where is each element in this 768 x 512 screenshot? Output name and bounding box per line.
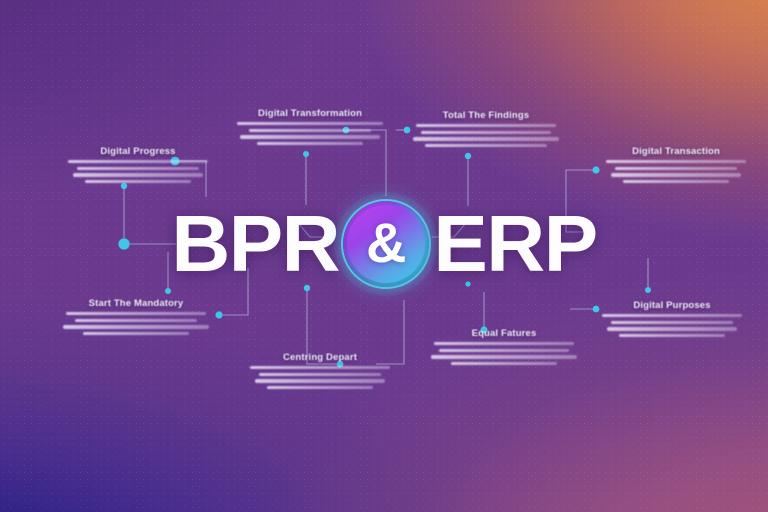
connector-bottom-left-a bbox=[219, 268, 249, 316]
note-top-center-heading: Digital Transformation bbox=[257, 108, 363, 119]
note-bottom-right-heading: Digital Purposes bbox=[633, 300, 711, 311]
ampersand-medallion: & bbox=[334, 192, 439, 296]
note-bottom-right: Digital Purposes bbox=[596, 300, 748, 340]
note-top-right: Digital Transaction bbox=[600, 146, 752, 186]
note-bottom-left-body bbox=[60, 312, 212, 336]
node-bottom-center bbox=[336, 360, 344, 368]
ampersand-glyph: & bbox=[365, 210, 407, 274]
connector-bottom-center-b bbox=[376, 300, 405, 365]
note-top-left-heading: Digital Progress bbox=[100, 146, 176, 157]
node-top-right-inner bbox=[403, 126, 411, 134]
connector-amp-right bbox=[432, 215, 473, 238]
banner-title: BPR & ERP bbox=[0, 192, 768, 296]
note-bottom-center-right-heading: Equal Fatures bbox=[471, 328, 537, 339]
note-bottom-right-body bbox=[596, 314, 748, 338]
circuit-nodes bbox=[118, 126, 651, 368]
note-bottom-center-right-body bbox=[428, 342, 580, 366]
note-top-left: Digital Progress bbox=[62, 146, 214, 186]
node-top-center-drop bbox=[303, 151, 309, 157]
note-top-right-body bbox=[600, 160, 752, 184]
ampersand-inner-disc bbox=[347, 205, 426, 283]
note-top-right-heading: Digital Transaction bbox=[632, 146, 720, 157]
connector-amp-left bbox=[291, 215, 332, 238]
note-top-right-inner: Total The Findings bbox=[410, 110, 562, 150]
connector-bottom-center-a bbox=[306, 288, 338, 365]
note-top-right-inner-body bbox=[410, 124, 562, 148]
note-bottom-center-heading: Centring Depart bbox=[282, 352, 358, 363]
node-top-right-inner-drop bbox=[464, 152, 472, 160]
node-top-left-drop bbox=[120, 182, 128, 190]
title-word-left: BPR bbox=[171, 199, 340, 288]
note-bottom-center-body bbox=[244, 366, 396, 390]
node-top-left-hub bbox=[118, 238, 130, 250]
title-word-right: ERP bbox=[433, 199, 599, 288]
note-top-center: Digital Transformation bbox=[234, 108, 386, 148]
note-bottom-left: Start The Mandatory bbox=[60, 298, 212, 338]
node-under-erp bbox=[465, 281, 471, 287]
node-bottom-right-drop bbox=[645, 287, 651, 293]
node-bottom-left-drop bbox=[165, 288, 171, 294]
node-bottom-center-top bbox=[303, 284, 311, 292]
note-bottom-center: Centring Depart bbox=[244, 352, 396, 392]
node-top-right-outer bbox=[592, 166, 600, 174]
note-bottom-left-heading: Start The Mandatory bbox=[88, 298, 184, 309]
note-bottom-center-right: Equal Fatures bbox=[428, 328, 580, 368]
note-top-left-body bbox=[62, 160, 214, 184]
node-bottom-right bbox=[592, 305, 600, 313]
note-top-center-body bbox=[234, 122, 386, 146]
node-bottom-center-right bbox=[480, 326, 488, 334]
note-top-right-inner-heading: Total The Findings bbox=[442, 110, 530, 121]
connector-top-right-outer bbox=[565, 169, 596, 233]
node-bottom-left bbox=[215, 311, 223, 319]
